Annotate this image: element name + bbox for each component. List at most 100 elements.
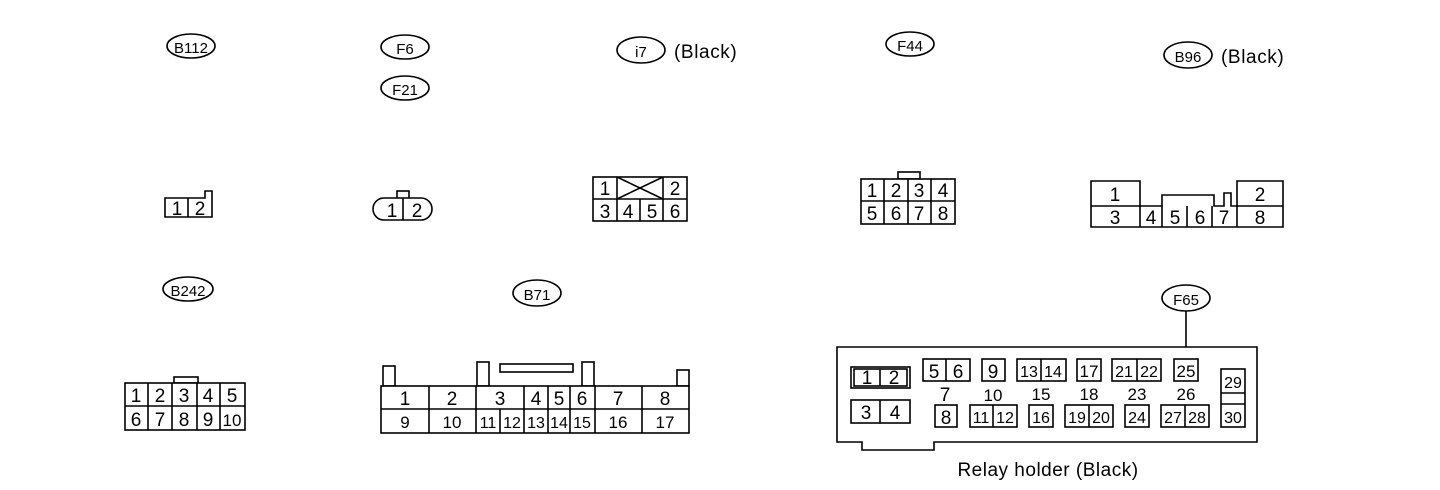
- pin-b96-3: 3: [1110, 208, 1121, 229]
- relay-holder: F65 1 2 3 4 5 6 7 8 9 10 11 12 13 14 15: [836, 284, 1258, 481]
- connector-label-b96: B96: [1175, 49, 1202, 66]
- pin-b71-12: 12: [503, 415, 521, 432]
- pin-b242-5: 5: [227, 386, 238, 407]
- relay-pin-28: 28: [1188, 410, 1206, 427]
- connector-label-b71: B71: [524, 287, 551, 304]
- relay-pin-8: 8: [941, 408, 952, 429]
- connector-b96: B96 (Black) 1 2 3 4 5 6 7 8: [1090, 41, 1284, 229]
- relay-pin-14: 14: [1044, 364, 1062, 381]
- pin-f44-8: 8: [938, 204, 949, 225]
- pin-b96-5: 5: [1170, 208, 1181, 229]
- pin-b71-16: 16: [609, 413, 628, 432]
- connector-label-f21: F21: [392, 82, 418, 99]
- relay-pin-10: 10: [984, 386, 1003, 405]
- pin-b242-6: 6: [131, 410, 142, 431]
- relay-pin-21: 21: [1115, 364, 1133, 381]
- relay-pin-20: 20: [1092, 410, 1110, 427]
- pin-b96-1: 1: [1110, 185, 1121, 206]
- connector-color-b96: (Black): [1221, 47, 1284, 68]
- pin-b96-2: 2: [1255, 185, 1266, 206]
- relay-pin-27: 27: [1164, 410, 1182, 427]
- relay-pin-15: 15: [1032, 385, 1051, 404]
- pin-b96-7: 7: [1219, 208, 1230, 229]
- pin-f44-1: 1: [867, 181, 878, 202]
- pin-b71-7: 7: [613, 389, 624, 410]
- relay-pin-24: 24: [1128, 410, 1146, 427]
- pin-i7-5: 5: [647, 202, 658, 223]
- pin-i7-1: 1: [600, 179, 611, 200]
- relay-pin-12: 12: [996, 410, 1014, 427]
- relay-pin-2: 2: [889, 368, 900, 389]
- connector-latch-b242: [173, 376, 199, 384]
- relay-slot-9: [981, 358, 1006, 382]
- connector-b112: B112 1 2: [164, 33, 216, 220]
- pin-b242-2: 2: [155, 386, 166, 407]
- connector-i7: i7 (Black) 1 2 3 4 5 6: [592, 36, 737, 223]
- pin-b242-4: 4: [203, 386, 214, 407]
- pin-b242-9: 9: [203, 410, 214, 431]
- pin-b71-14: 14: [550, 415, 568, 432]
- pin-f44-5: 5: [867, 204, 878, 225]
- pin-b242-3: 3: [179, 386, 190, 407]
- pin-b242-7: 7: [155, 410, 166, 431]
- label-oval-b112: [166, 33, 216, 59]
- connector-b71: B71 1 2 3 4 5 6 7 8 9 10 11 12 13 14 15 …: [380, 279, 690, 434]
- relay-holder-caption: Relay holder (Black): [957, 460, 1138, 481]
- connector-latch-b71: [499, 363, 574, 373]
- pin-i7-3: 3: [600, 202, 611, 223]
- connector-label-f6: F6: [396, 41, 414, 58]
- relay-pin-3: 3: [861, 403, 872, 424]
- relay-pin-13: 13: [1020, 364, 1038, 381]
- pin-f44-3: 3: [914, 181, 925, 202]
- pin-b71-6: 6: [577, 389, 588, 410]
- label-oval-f21: [380, 75, 430, 101]
- pin-f44-4: 4: [938, 181, 949, 202]
- label-oval-f6: [380, 34, 430, 60]
- pin-f21-2: 2: [412, 201, 423, 222]
- pin-b71-10: 10: [443, 413, 462, 432]
- pin-b71-3: 3: [495, 389, 506, 410]
- relay-pin-22: 22: [1140, 364, 1158, 381]
- relay-pin-26: 26: [1177, 385, 1196, 404]
- label-oval-b96: [1163, 41, 1213, 69]
- pin-b242-1: 1: [131, 386, 142, 407]
- label-oval-i7: [616, 36, 666, 64]
- pin-b242-10: 10: [223, 411, 242, 430]
- pin-i7-2: 2: [670, 179, 681, 200]
- connector-label-b112: B112: [174, 40, 208, 57]
- relay-slot-25: [1173, 358, 1199, 382]
- pin-b71-4: 4: [531, 389, 542, 410]
- pin-b71-5: 5: [554, 389, 565, 410]
- pin-f44-2: 2: [891, 181, 902, 202]
- pin-f21-1: 1: [387, 201, 398, 222]
- pin-f44-7: 7: [914, 204, 925, 225]
- relay-pin-17: 17: [1080, 362, 1099, 381]
- pin-b71-1: 1: [400, 389, 411, 410]
- connector-f44: F44 1 2 3 4 5 6 7 8: [860, 31, 956, 225]
- relay-pin-6: 6: [953, 362, 964, 383]
- pin-i7-6: 6: [670, 202, 681, 223]
- connector-label-f44: F44: [897, 38, 923, 55]
- pin-b71-9: 9: [400, 413, 409, 432]
- pin-b71-11: 11: [480, 415, 497, 432]
- pin-b71-2: 2: [447, 389, 458, 410]
- label-oval-b71: [512, 279, 562, 307]
- relay-slot-29-30: [1220, 368, 1246, 428]
- pin-b96-4: 4: [1146, 208, 1157, 229]
- pin-b112-2: 2: [195, 199, 206, 220]
- connector-label-b242: B242: [170, 283, 205, 300]
- pin-b71-13: 13: [527, 415, 545, 432]
- relay-pin-4: 4: [890, 403, 901, 424]
- relay-pin-5: 5: [929, 362, 940, 383]
- pin-b242-8: 8: [179, 410, 190, 431]
- connector-f6-f21: F6 F21 1 2: [372, 34, 433, 222]
- relay-pin-25: 25: [1177, 362, 1196, 381]
- pin-b71-8: 8: [660, 389, 671, 410]
- connector-post: [382, 365, 396, 387]
- pin-f44-6: 6: [891, 204, 902, 225]
- pin-b71-15: 15: [573, 415, 591, 432]
- relay-pin-7: 7: [940, 385, 951, 406]
- relay-pin-9: 9: [988, 362, 999, 383]
- relay-pin-29: 29: [1224, 375, 1242, 392]
